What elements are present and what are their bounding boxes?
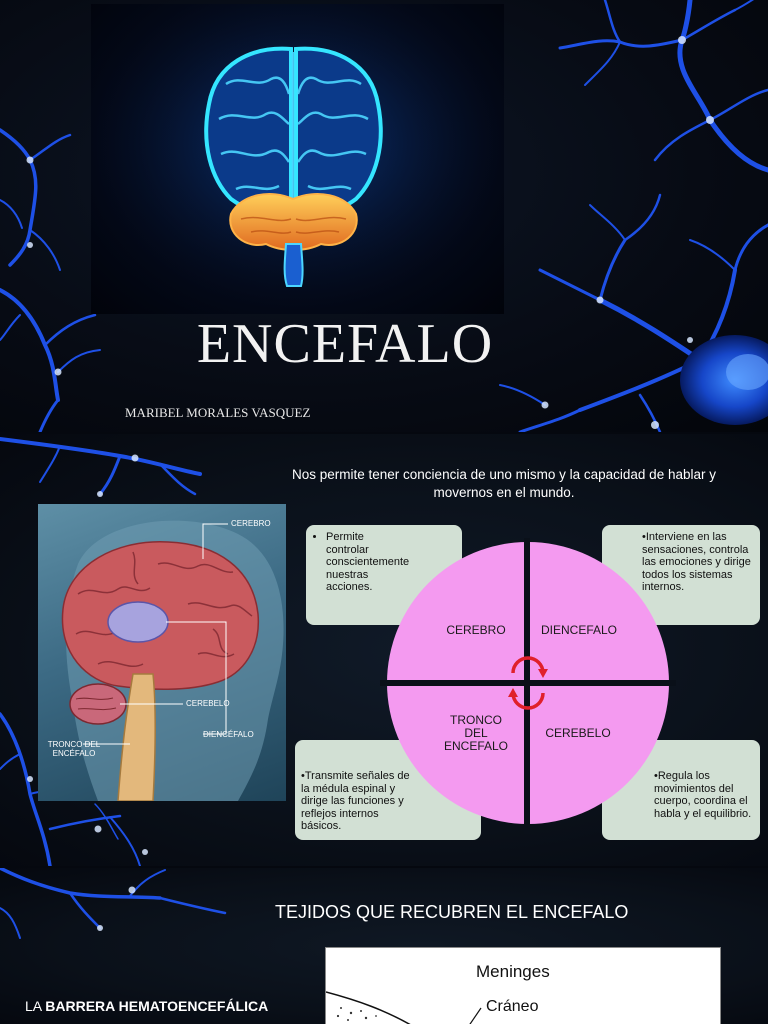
label-cerebelo: CEREBELO (186, 699, 230, 708)
meninges-label-skull: Cráneo (486, 998, 539, 1015)
quadrant-cerebro: CEREBRO (446, 623, 506, 637)
brain-illustration (91, 4, 504, 314)
barrier-bold: BARRERA HEMATOENCEFÁLICA (45, 998, 269, 1014)
callout-tronco-body: Transmite señales de la médula espinal y… (301, 770, 410, 832)
brain-image (91, 4, 504, 314)
barrier-prefix: LA (25, 998, 46, 1014)
label-tronco: TRONCO DEL ENCÉFALO (47, 740, 101, 758)
brain-parts-diagram (380, 538, 676, 834)
quadrant-tronco: TRONCO DEL ENCEFALO (443, 713, 509, 753)
intro-text: Nos permite tener conciencia de uno mism… (292, 467, 716, 500)
neuron-decoration (0, 437, 202, 866)
meninges-figure: Meninges Cráneo (325, 947, 721, 1024)
meninges-drawing (326, 991, 482, 1024)
quadrant-diencefalo: DIENCEFALO (540, 623, 618, 637)
callout-diencefalo-body: Interviene en las sensaciones, controla … (642, 531, 751, 593)
callout-diencefalo-text: •Interviene en las sensaciones, controla… (642, 531, 751, 593)
quadrant-cerebelo: CEREBELO (545, 726, 611, 740)
barrier-text: LA BARRERA HEMATOENCEFÁLICA (25, 998, 268, 1014)
label-diencefalo: DIENCÉFALO (203, 730, 254, 739)
callout-tronco-text: •Transmite señales de la médula espinal … (301, 770, 410, 832)
neuron-decoration (0, 868, 227, 939)
callout-cerebelo-text: •Regula los movimientos del cuerpo, coor… (654, 770, 752, 820)
brain-anatomy-illustration: CEREBRO DIENCÉFALO CEREBELO TRONCO DEL E… (38, 504, 286, 802)
meninges-title: Meninges (476, 962, 550, 981)
callout-cerebelo-body: Regula los movimientos del cuerpo, coord… (654, 770, 752, 820)
slide-title: TEJIDOS QUE RECUBREN EL ENCEFALO (275, 902, 629, 922)
callout-cerebro-text: Permite controlar conscientemente nuestr… (326, 531, 409, 594)
brain-anatomy-image (61, 520, 284, 802)
slide-title: ENCEFALO (196, 313, 494, 375)
author-name: MARIBEL MORALES VASQUEZ (125, 405, 311, 420)
label-cerebro: CEREBRO (231, 519, 271, 528)
tissues-slide: TEJIDOS QUE RECUBREN EL ENCEFALO LA BARR… (0, 868, 768, 1024)
neuron-decoration (0, 0, 768, 432)
title-slide: ENCEFALO MARIBEL MORALES VASQUEZ (0, 0, 768, 432)
parts-slide: Nos permite tener conciencia de uno mism… (0, 434, 768, 866)
